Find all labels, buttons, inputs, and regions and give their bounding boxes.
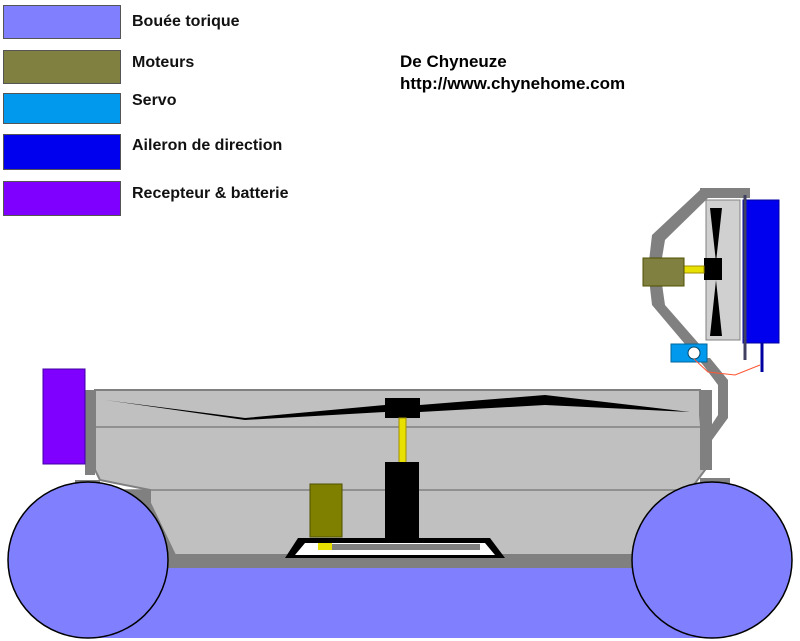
small-motor bbox=[309, 483, 343, 538]
servo-linkage bbox=[693, 358, 761, 376]
credit-author: De Chyneuze bbox=[400, 52, 507, 71]
thrust-propeller-hub bbox=[704, 258, 722, 280]
legend-swatch-bouee bbox=[3, 5, 121, 39]
legend-label-servo: Servo bbox=[132, 92, 177, 109]
legend-swatch-aileron bbox=[3, 134, 121, 170]
legend-label-recepteur: Recepteur & batterie bbox=[132, 185, 289, 202]
hull-right-wall bbox=[700, 390, 712, 470]
legend-swatch-recepteur bbox=[3, 181, 121, 216]
small-motor-gear bbox=[318, 543, 332, 550]
gear-rack bbox=[330, 544, 480, 550]
lift-motor bbox=[385, 462, 419, 542]
credit-url: http://www.chynehome.com bbox=[400, 74, 626, 93]
legend-swatch-servo bbox=[3, 93, 121, 124]
thrust-frame-top bbox=[700, 188, 750, 196]
hull-left-wall bbox=[85, 390, 95, 475]
lift-shaft bbox=[398, 417, 407, 464]
buoy-bottom bbox=[95, 568, 715, 638]
rudder bbox=[742, 199, 780, 344]
thrust-shaft bbox=[683, 265, 705, 274]
thrust-frame bbox=[648, 190, 750, 440]
lift-propeller-left-blade bbox=[105, 400, 385, 420]
buoy-left bbox=[7, 481, 169, 639]
legend-label-moteurs: Moteurs bbox=[132, 54, 195, 71]
lift-propeller-right-blade bbox=[420, 395, 690, 412]
legend-label-bouee: Bouée torique bbox=[132, 13, 240, 30]
thrust-propeller-upper bbox=[710, 208, 722, 262]
receiver-battery bbox=[42, 368, 86, 465]
legend-label-aileron: Aileron de direction bbox=[132, 137, 283, 154]
thrust-motor bbox=[642, 257, 685, 287]
servo-horn bbox=[687, 346, 701, 360]
buoy-right bbox=[631, 481, 793, 639]
lift-propeller-hub bbox=[385, 398, 420, 418]
legend-swatch-moteurs bbox=[3, 50, 121, 84]
thrust-propeller-lower bbox=[710, 280, 722, 336]
